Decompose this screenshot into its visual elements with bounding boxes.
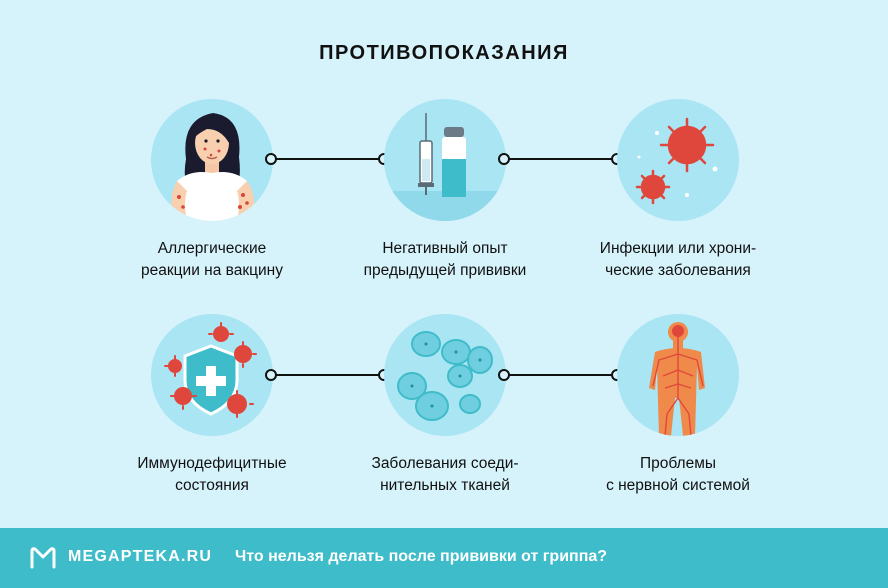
allergy-woman-icon [151,99,273,221]
caption-line: состояния [175,477,249,494]
caption-line: с нервной системой [606,477,750,494]
connector-line [272,158,384,160]
caption-line: Аллергические [157,240,267,257]
connector-dot [265,153,277,165]
syringe-vial-icon [384,99,506,221]
caption-line: нительных тканей [380,477,510,494]
megapteka-logo-icon[interactable] [30,547,56,569]
brand-name[interactable]: MEGAPTEKA.RU [68,548,213,565]
cells-icon [384,314,506,436]
connector-dot [498,153,510,165]
caption: Иммунодефицитные состояния [92,453,332,497]
shield-virus-icon [151,314,273,436]
caption-line: ческие заболевания [605,262,751,279]
caption-line: предыдущей прививки [363,262,527,279]
connector-dot [265,369,277,381]
caption: Инфекции или хрони- ческие заболевания [558,238,798,282]
caption-line: реакции на вакцину [141,262,283,279]
caption-line: Заболевания соеди- [371,455,519,472]
caption-line: Иммунодефицитные [137,455,287,472]
connector-line [272,374,384,376]
caption: Аллергические реакции на вакцину [92,238,332,282]
connector-dot [498,369,510,381]
caption-line: Негативный опыт [382,240,508,257]
caption: Негативный опыт предыдущей прививки [325,238,565,282]
caption-line: Инфекции или хрони- [599,240,757,257]
connector-line [505,158,617,160]
caption: Заболевания соеди- нительных тканей [325,453,565,497]
caption: Проблемы с нервной системой [558,453,798,497]
page-title: ПРОТИВОПОКАЗАНИЯ [319,42,569,64]
footer-bar: MEGAPTEKA.RU Что нельзя делать после при… [0,528,888,588]
caption-line: Проблемы [639,455,717,472]
connector-line [505,374,617,376]
footer-tagline: Что нельзя делать после прививки от грип… [235,548,608,565]
nervous-system-icon [617,314,739,436]
virus-icon [617,99,739,221]
